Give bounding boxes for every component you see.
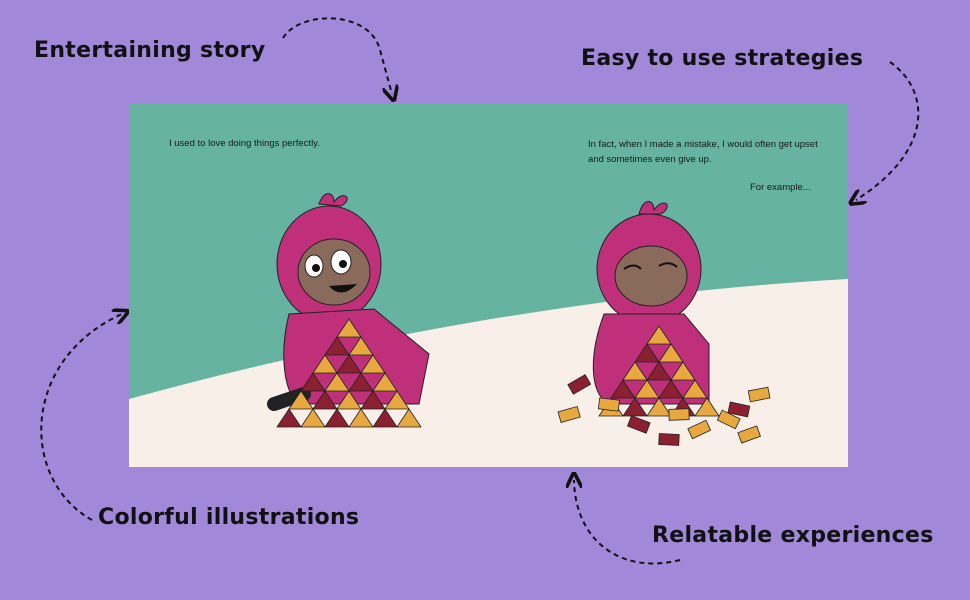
card: [634, 343, 660, 363]
card: [288, 390, 314, 410]
card: [336, 318, 362, 338]
card: [694, 397, 720, 417]
card: [360, 390, 386, 410]
card: [658, 433, 680, 446]
card: [622, 397, 648, 417]
card: [348, 372, 374, 392]
arrow-top-right: [856, 61, 920, 200]
card: [622, 361, 648, 381]
card: [737, 425, 761, 444]
card: [716, 409, 741, 430]
caption-relatable-experiences: Relatable experiences: [652, 523, 934, 548]
card: [626, 415, 651, 434]
card: [276, 408, 302, 428]
arrow-bottom-left: [40, 314, 122, 521]
card: [372, 408, 398, 428]
card: [670, 361, 696, 381]
card: [658, 379, 684, 399]
caption-entertaining-story: Entertaining story: [34, 38, 266, 63]
card: [687, 419, 712, 440]
card: [396, 408, 422, 428]
card: [324, 336, 350, 356]
card-pyramid-left: [276, 318, 422, 428]
card: [312, 390, 338, 410]
card: [324, 408, 350, 428]
card: [557, 405, 581, 424]
character-left: [267, 193, 430, 411]
card: [336, 390, 362, 410]
card: [597, 397, 620, 412]
card: [658, 343, 684, 363]
caption-easy-strategies: Easy to use strategies: [581, 46, 864, 71]
card: [668, 408, 690, 421]
right-page-text-line1: In fact, when I made a mistake, I would …: [588, 139, 818, 150]
arrow-bottom-right: [574, 480, 681, 565]
card: [300, 408, 326, 428]
card: [312, 354, 338, 374]
right-page-text-line3: For example...: [750, 182, 811, 193]
card: [324, 372, 350, 392]
card: [567, 374, 592, 395]
left-page-text: I used to love doing things perfectly.: [169, 138, 320, 149]
card: [348, 336, 374, 356]
card: [646, 361, 672, 381]
card: [646, 325, 672, 345]
right-page-text-line2: and sometimes even give up.: [588, 154, 712, 165]
arrow-top-left: [282, 17, 392, 94]
card: [727, 401, 751, 418]
fallen-cards: [557, 374, 771, 446]
card: [682, 379, 708, 399]
book-spread: I used to love doing things perfectly. I…: [129, 104, 848, 467]
card-pyramid-right: [598, 325, 720, 417]
card: [360, 354, 386, 374]
book-illustration: [129, 104, 848, 467]
caption-colorful-illustrations: Colorful illustrations: [98, 505, 360, 530]
card: [610, 379, 636, 399]
card: [348, 408, 374, 428]
card: [646, 397, 672, 417]
card: [336, 354, 362, 374]
card: [384, 390, 410, 410]
card: [372, 372, 398, 392]
card: [747, 386, 771, 403]
card: [300, 372, 326, 392]
card: [634, 379, 660, 399]
